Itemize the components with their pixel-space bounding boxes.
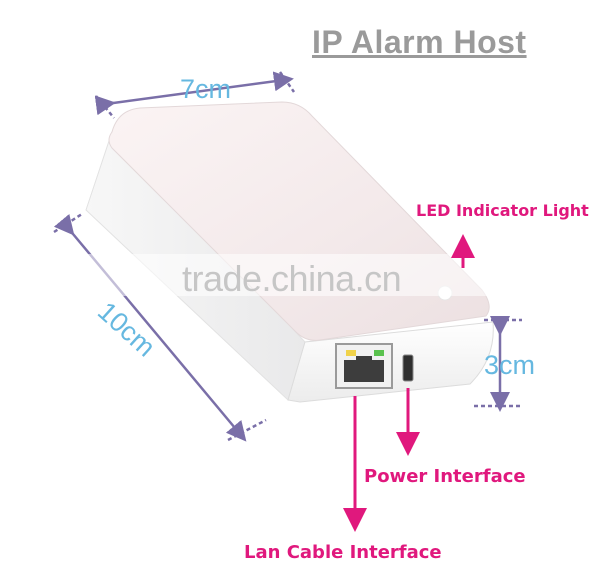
power-port: [402, 354, 414, 382]
led-indicator-label: LED Indicator Light: [416, 201, 589, 220]
lan-cable-interface-label: Lan Cable Interface: [244, 542, 442, 563]
power-interface-label: Power Interface: [364, 466, 526, 487]
page-title: IP Alarm Host: [312, 24, 527, 60]
dimension-width-line: [94, 71, 296, 119]
watermark-text: trade.china.cn: [182, 258, 402, 299]
height-label: 3cm: [484, 350, 536, 380]
width-label: 7cm: [180, 74, 232, 104]
lan-port: [335, 343, 393, 389]
dimension-height-line: [474, 316, 522, 412]
watermark-band: [80, 254, 605, 296]
